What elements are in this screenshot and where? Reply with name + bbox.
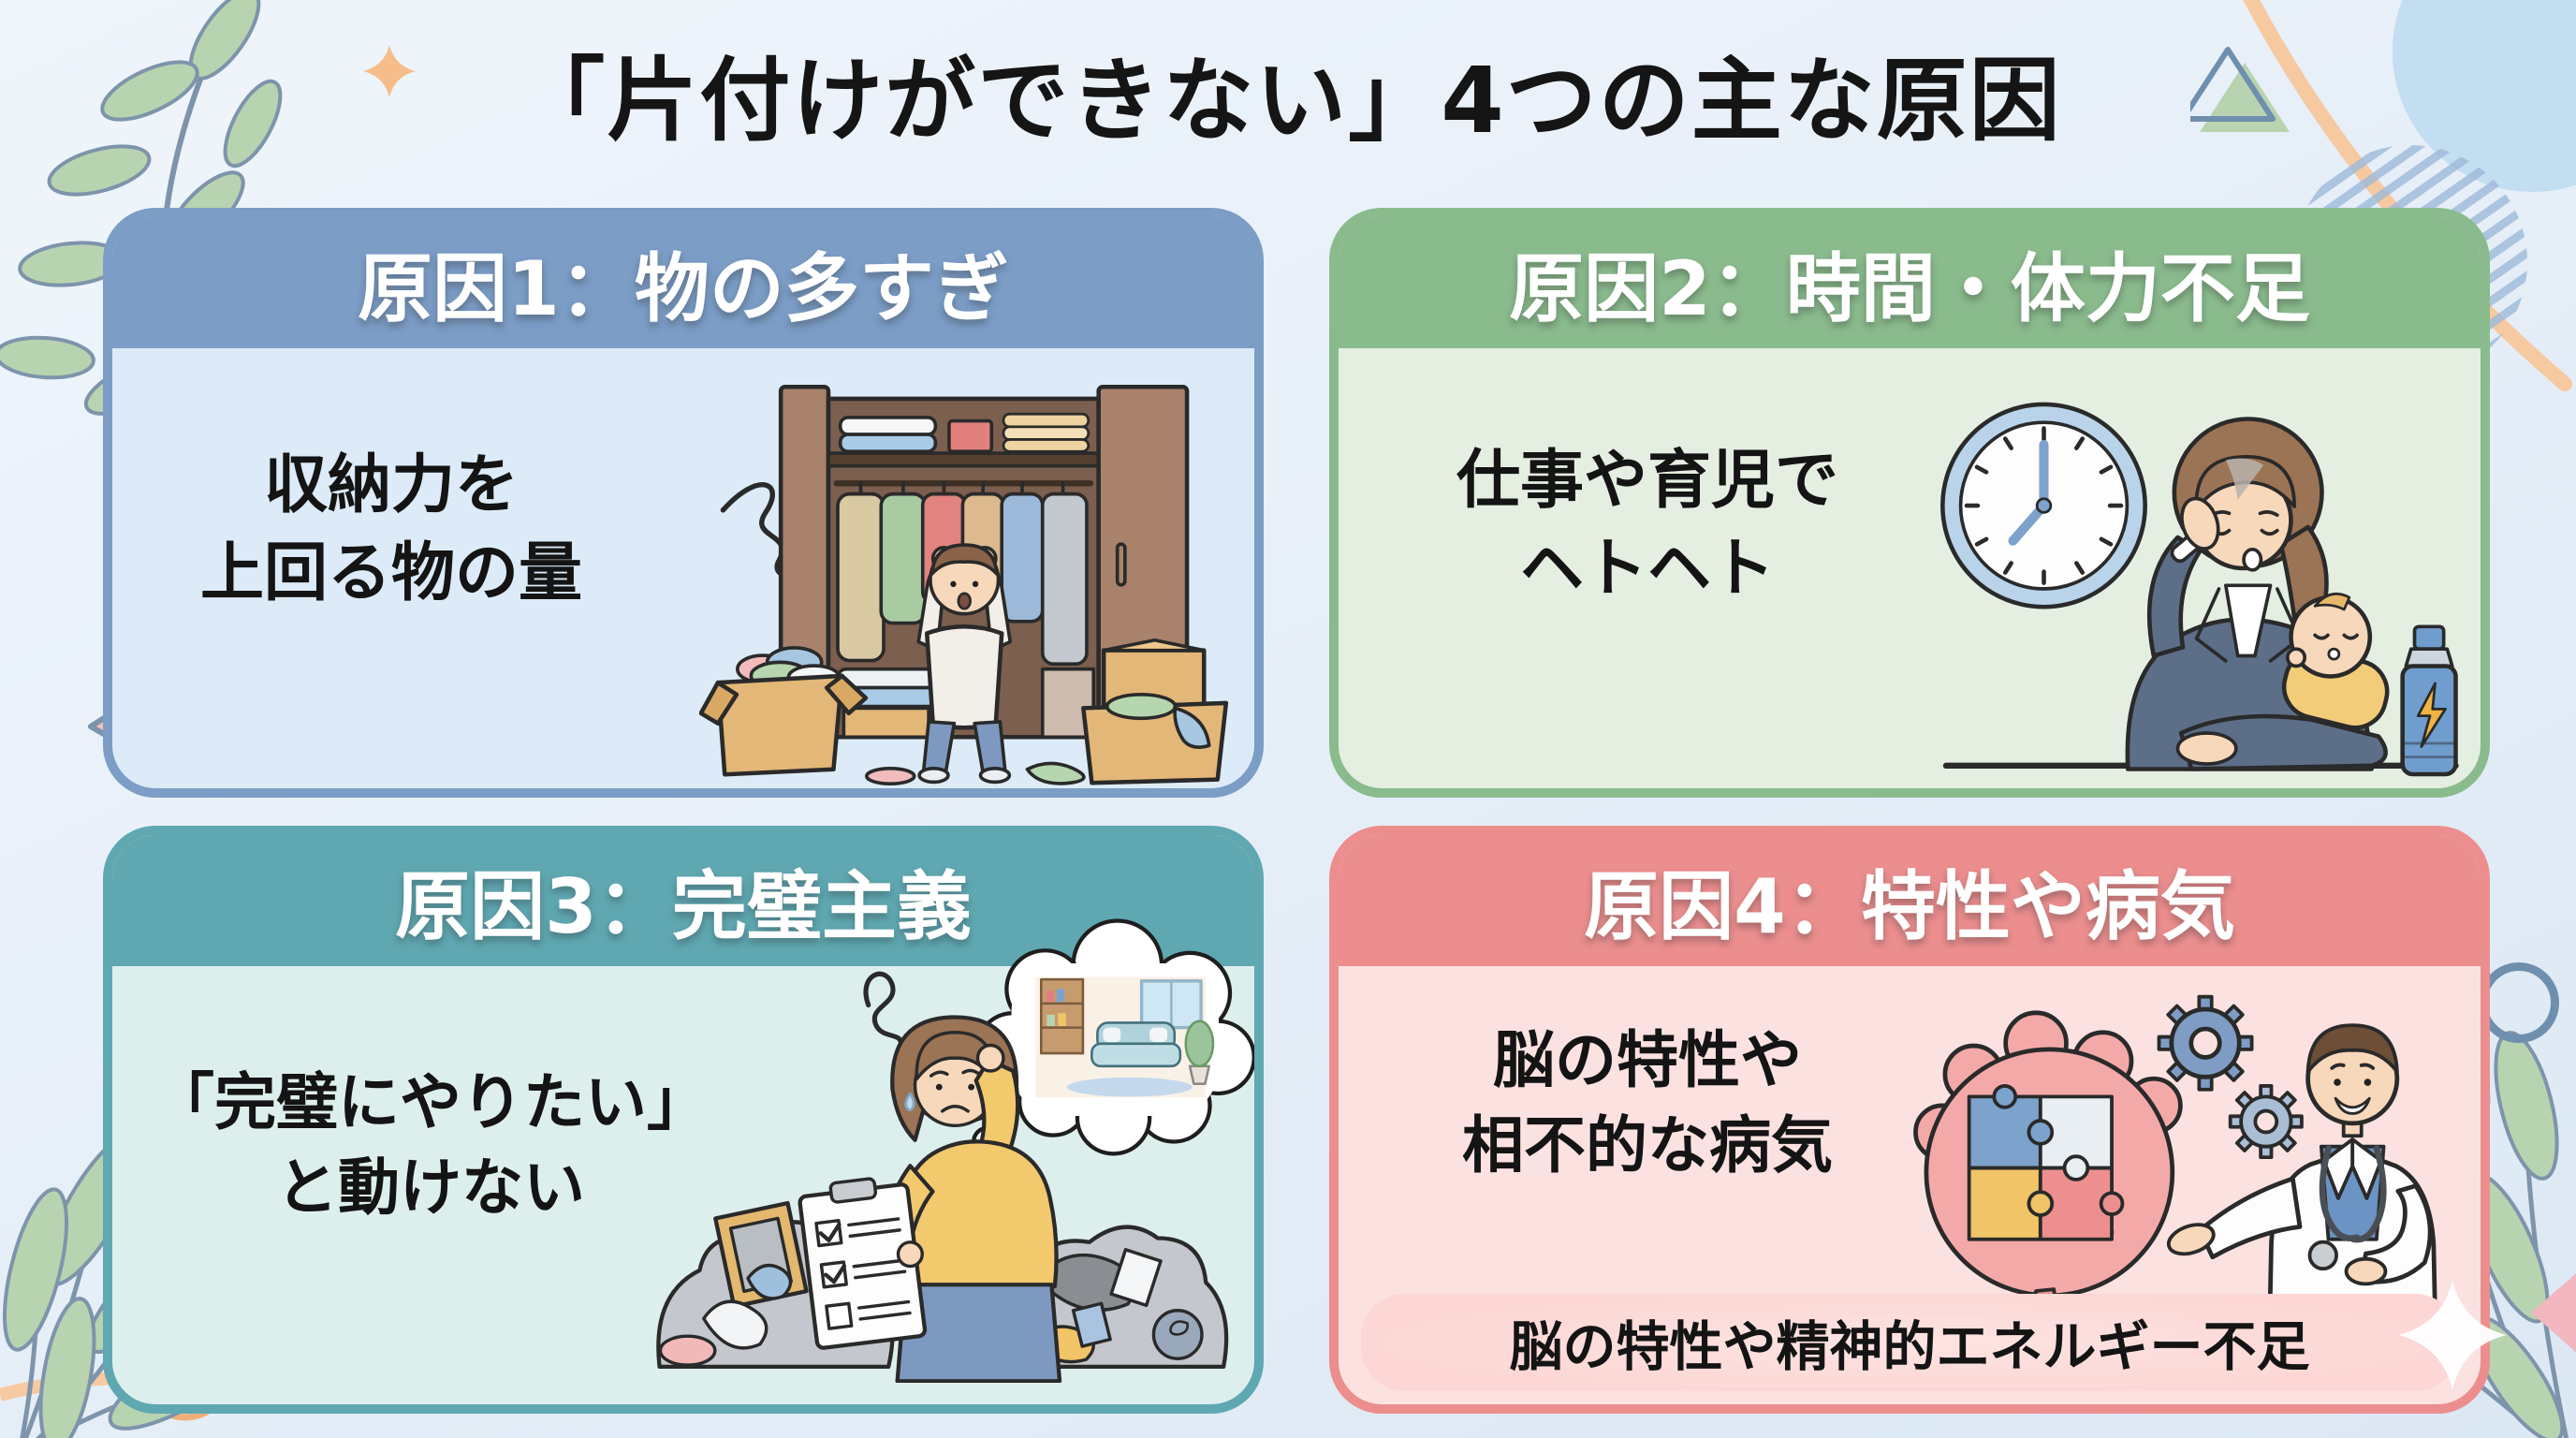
card-4-header: 原因4：特性や病気 xyxy=(1339,835,2481,966)
card-3-body: 「完璧にやりたい」 と動けない xyxy=(112,918,1254,1404)
card-4-footer-note: 脳の特性や精神的エネルギー不足 xyxy=(1361,1294,2458,1391)
card-3-line-1: 「完璧にやりたい」 xyxy=(153,1066,709,1138)
card-3-header: 原因3：完璧主義 xyxy=(112,835,1254,966)
card-cause-1: 原因1：物の多すぎ 収納力を 上回る物の量 xyxy=(103,208,1264,798)
card-cause-3: 原因3：完璧主義 「完璧にやりたい」 と動けない xyxy=(103,826,1264,1414)
pink-edge-triangle-icon xyxy=(2531,1273,2576,1353)
triangle-pair-icon xyxy=(2190,47,2290,132)
blue-ring-icon xyxy=(2479,962,2559,1043)
white-sparkle-icon xyxy=(2398,1281,2507,1389)
card-cause-4: 原因4：特性や病気 脳の特性や 相不的な病気 xyxy=(1329,826,2490,1414)
perfectionist-illustration xyxy=(656,918,1254,1383)
card-1-body-text: 収納力を 上回る物の量 xyxy=(129,442,653,618)
card-2-body-text: 仕事や育児で ヘトヘト xyxy=(1376,437,1919,613)
card-1-line-1: 収納力を xyxy=(263,448,519,522)
card-2-line-1: 仕事や育児で xyxy=(1456,444,1838,518)
page-title: 「片付けができない」4つの主な原因 xyxy=(514,48,2062,154)
orange-sparkle-icon xyxy=(363,45,416,97)
card-2-body: 仕事や育児で ヘトヘト xyxy=(1339,348,2481,788)
tired-parent-illustration xyxy=(1940,402,2459,777)
card-4-body-text: 脳の特性や 相不的な病気 xyxy=(1367,1018,1928,1188)
card-2-header: 原因2：時間・体力不足 xyxy=(1339,217,2481,348)
card-3-body-text: 「完璧にやりたい」 と動けない xyxy=(122,1060,739,1230)
card-4-line-2: 相不的な病気 xyxy=(1462,1109,1833,1182)
card-2-line-2: ヘトヘト xyxy=(1519,531,1775,606)
messy-closet-illustration xyxy=(699,384,1229,786)
brain-puzzle-doctor-illustration xyxy=(1913,994,2438,1328)
card-1-body: 収納力を 上回る物の量 xyxy=(112,348,1254,788)
card-3-line-2: と動けない xyxy=(276,1152,585,1225)
card-4-line-1: 脳の特性や xyxy=(1493,1024,1802,1096)
card-cause-2: 原因2：時間・体力不足 仕事や育児で ヘトヘト xyxy=(1329,208,2490,798)
card-1-header: 原因1：物の多すぎ xyxy=(112,217,1254,348)
card-4-body: 脳の特性や 相不的な病気 xyxy=(1339,966,2481,1404)
card-1-line-2: 上回る物の量 xyxy=(199,536,582,610)
